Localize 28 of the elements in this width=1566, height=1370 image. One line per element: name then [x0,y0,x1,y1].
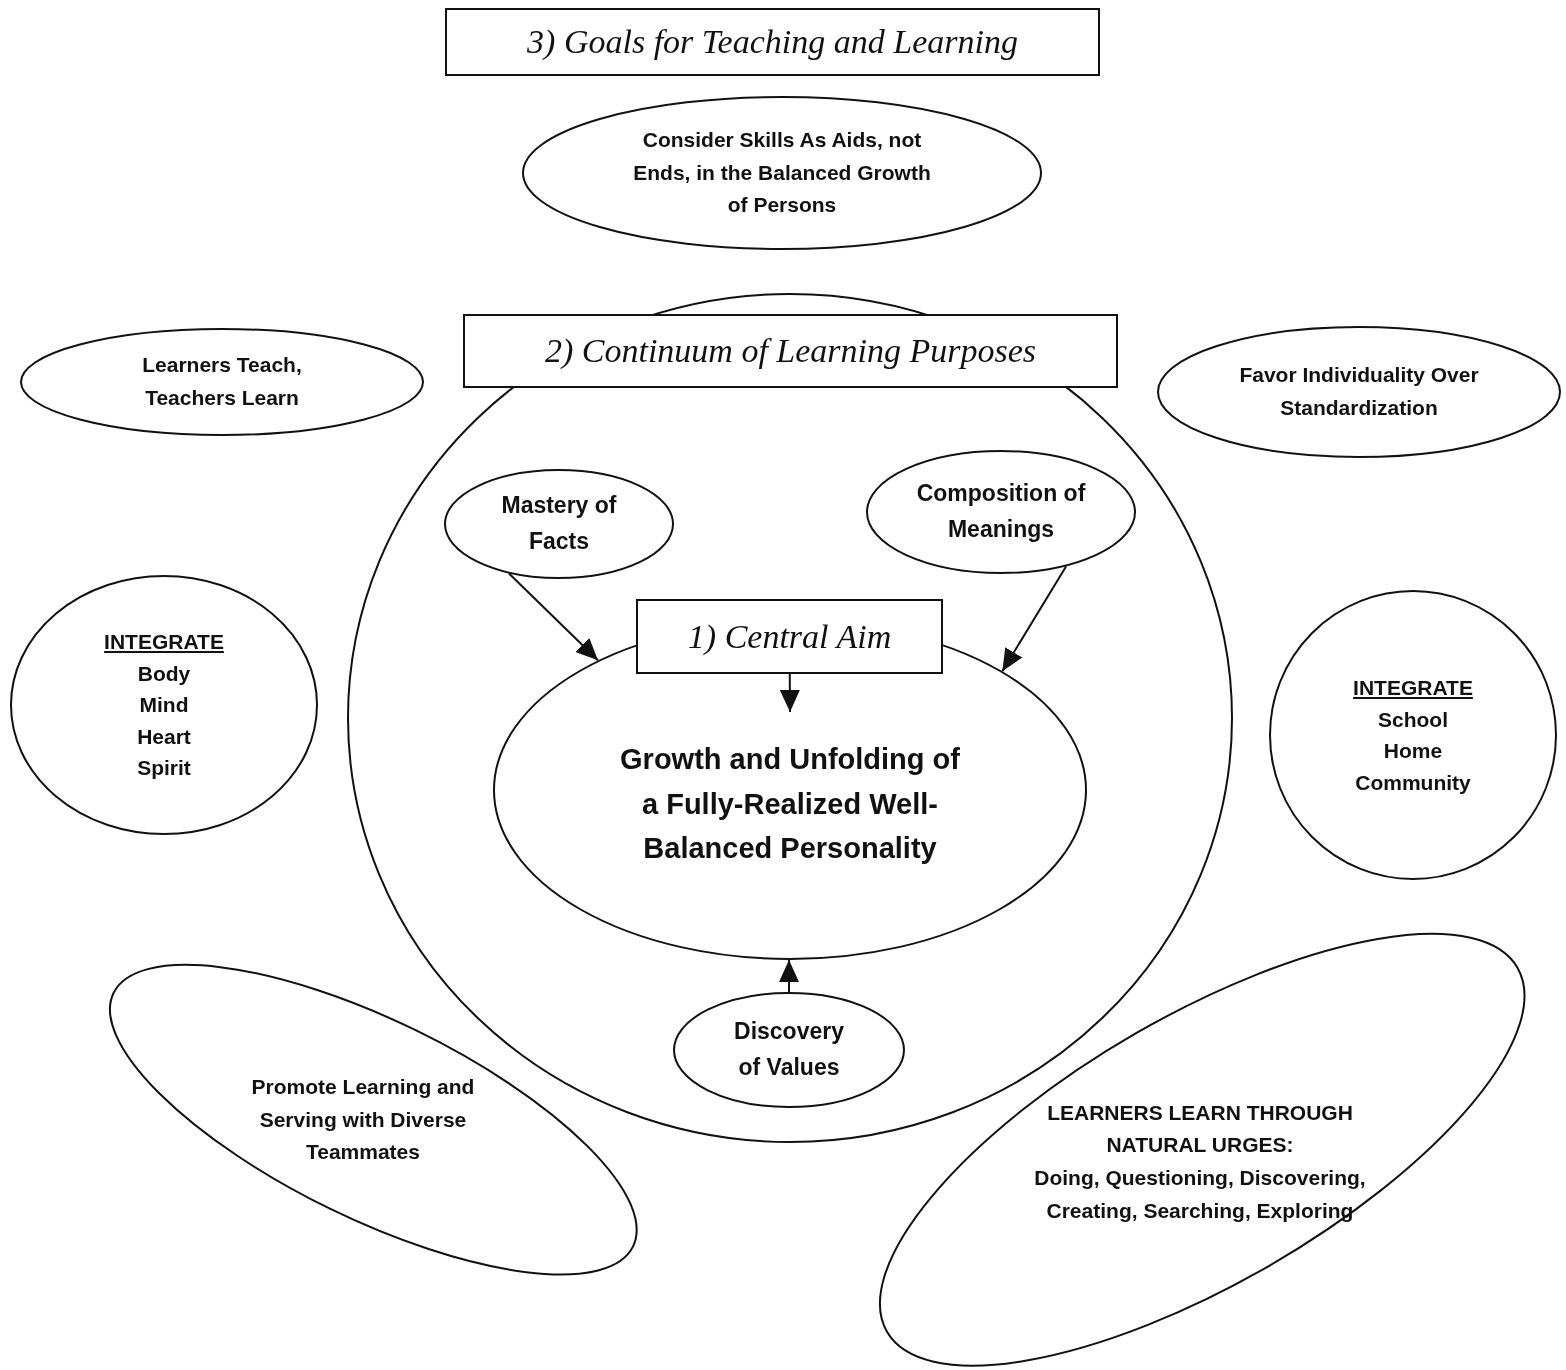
bubble-text: Consider Skills As Aids, not Ends, in the Balanced Growth of Persons [632,127,932,219]
heading-text: 3) Goals for Teaching and Learning [527,23,1018,61]
arrow [779,673,800,713]
underlined-heading: INTEGRATE [1353,675,1473,701]
bubble-text: Composition of Meanings [916,479,1086,544]
bubble-text: Mastery of Facts [500,491,618,556]
heading-text: 1) Central Aim [687,617,892,656]
bubble-text: Home [1383,738,1443,764]
bubble-text: Spirit [137,755,191,782]
bubble-text: Mind [139,692,189,719]
underlined-heading: INTEGRATE [104,629,224,656]
heading-box [445,8,1100,76]
bubble-text: Doing, Questioning, Discovering, Creating, Searching, Exploring [1033,1165,1367,1224]
bubble-text: Community [1355,769,1471,796]
bubble-text: Heart [137,723,191,750]
arrow [1001,565,1068,673]
arrow [508,572,599,662]
bubble-text: Body [137,660,191,687]
bubble-text: School [1378,706,1448,733]
arrow [779,959,799,993]
bubble-text: Growth and Unfolding of a Fully-Realized Well-Balanced Personality [620,741,960,867]
bubble-text: Discovery of Values [733,1017,845,1082]
heading-text: 2) Continuum of Learning Purposes [544,332,1037,370]
bubble-text: Favor Individuality Over Standardization [1238,362,1480,421]
bubble-text: Learners Teach, Teachers Learn [141,352,303,411]
heading-box [636,599,943,674]
bubble-text: Promote Learning and Serving with Diverse Teammates [250,1074,476,1166]
bubble-text: LEARNERS LEARN THROUGH NATURAL URGES: [1046,1099,1354,1159]
